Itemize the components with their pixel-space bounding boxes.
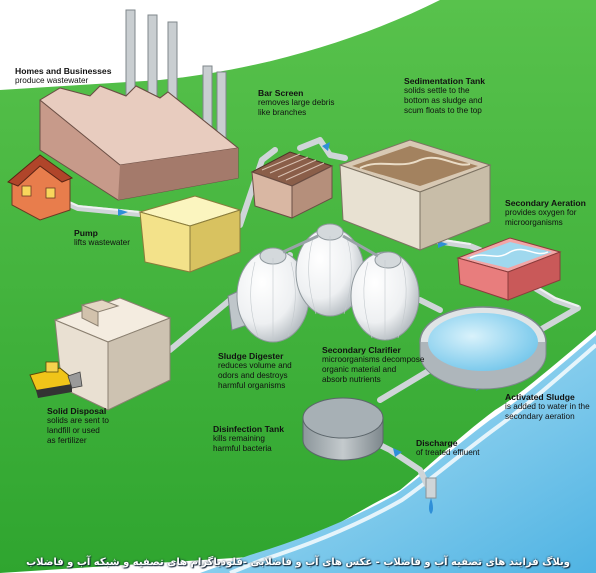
label-homes-and-businesses: Homes and Businesses produce wastewater bbox=[15, 66, 111, 86]
secondary-clarifier-desc-3: absorb nutrients bbox=[322, 375, 381, 384]
label-solid-disposal: Solid Disposal solids are sent to landfi… bbox=[47, 406, 109, 446]
secondary-aeration-desc-2: microorganisms bbox=[505, 218, 563, 227]
sedimentation-desc-1: solids settle to the bbox=[404, 86, 470, 95]
sludge-digester-desc-1: reduces volume and bbox=[218, 361, 292, 370]
disinfection-tank bbox=[302, 397, 384, 461]
activated-sludge-desc-1: is added to water in the bbox=[505, 402, 590, 411]
solid-disposal-title: Solid Disposal bbox=[47, 406, 107, 416]
label-pump: Pump lifts wastewater bbox=[74, 228, 130, 248]
secondary-clarifier-desc-1: microorganisms decompose bbox=[322, 355, 425, 364]
discharge-title: Discharge bbox=[416, 438, 458, 448]
sky-area bbox=[0, 0, 440, 90]
solid-disposal-desc-2: landfill or used bbox=[47, 426, 100, 435]
label-sedimentation-tank: Sedimentation Tank solids settle to the … bbox=[404, 76, 485, 116]
discharge-outlet bbox=[425, 477, 437, 514]
activated-sludge-desc-2: secondary aeration bbox=[505, 412, 575, 421]
activated-sludge-title: Activated Sludge bbox=[505, 392, 575, 402]
shoreline bbox=[229, 343, 596, 573]
secondary-aeration-desc-1: provides oxygen for bbox=[505, 208, 577, 217]
watermark-caption: وبلاگ فرایند های تصفیه آب و فاضلاب - عکس… bbox=[26, 557, 570, 568]
sedimentation-desc-3: scum floats to the top bbox=[404, 106, 482, 115]
secondary-clarifier bbox=[419, 306, 547, 390]
secondary-aeration-tank bbox=[456, 237, 562, 301]
pump-desc: lifts wastewater bbox=[74, 238, 130, 247]
discharge-desc: of treated effluent bbox=[416, 448, 480, 457]
secondary-clarifier-desc-2: organic material and bbox=[322, 365, 397, 374]
river-water bbox=[200, 335, 596, 573]
label-secondary-clarifier: Secondary Clarifier microorganisms decom… bbox=[322, 345, 424, 385]
sedimentation-tank bbox=[338, 139, 492, 251]
sedimentation-desc-2: bottom as sludge and bbox=[404, 96, 483, 105]
label-secondary-aeration: Secondary Aeration provides oxygen for m… bbox=[505, 198, 586, 228]
disinfection-desc-1: kills remaining bbox=[213, 434, 265, 443]
pump bbox=[138, 195, 242, 273]
sludge-digester-title: Sludge Digester bbox=[218, 351, 284, 361]
pump-title: Pump bbox=[74, 228, 98, 238]
bar-screen-title: Bar Screen bbox=[258, 88, 304, 98]
disinfection-title: Disinfection Tank bbox=[213, 424, 284, 434]
sludge-digester-desc-3: harmful organisms bbox=[218, 381, 286, 390]
bar-screen-desc-2: like branches bbox=[258, 108, 307, 117]
homes-desc: produce wastewater bbox=[15, 76, 89, 85]
bar-screen bbox=[250, 151, 334, 219]
house bbox=[7, 154, 74, 221]
sedimentation-title: Sedimentation Tank bbox=[404, 76, 486, 86]
label-discharge: Discharge of treated effluent bbox=[416, 438, 480, 458]
label-activated-sludge: Activated Sludge is added to water in th… bbox=[505, 392, 590, 422]
label-bar-screen: Bar Screen removes large debris like bra… bbox=[258, 88, 334, 118]
solid-disposal-desc-1: solids are sent to bbox=[47, 416, 109, 425]
factory bbox=[39, 9, 240, 201]
secondary-aeration-title: Secondary Aeration bbox=[505, 198, 586, 208]
bar-screen-desc-1: removes large debris bbox=[258, 98, 335, 107]
homes-title: Homes and Businesses bbox=[15, 66, 112, 76]
sludge-digester bbox=[227, 223, 420, 343]
disinfection-desc-2: harmful bacteria bbox=[213, 444, 272, 453]
sludge-digester-desc-2: odors and destroys bbox=[218, 371, 288, 380]
secondary-clarifier-title: Secondary Clarifier bbox=[322, 345, 401, 355]
label-disinfection-tank: Disinfection Tank kills remaining harmfu… bbox=[213, 424, 284, 454]
solid-disposal-desc-3: as fertilizer bbox=[47, 436, 87, 445]
bulldozer bbox=[29, 361, 83, 398]
label-sludge-digester: Sludge Digester reduces volume and odors… bbox=[218, 351, 292, 391]
